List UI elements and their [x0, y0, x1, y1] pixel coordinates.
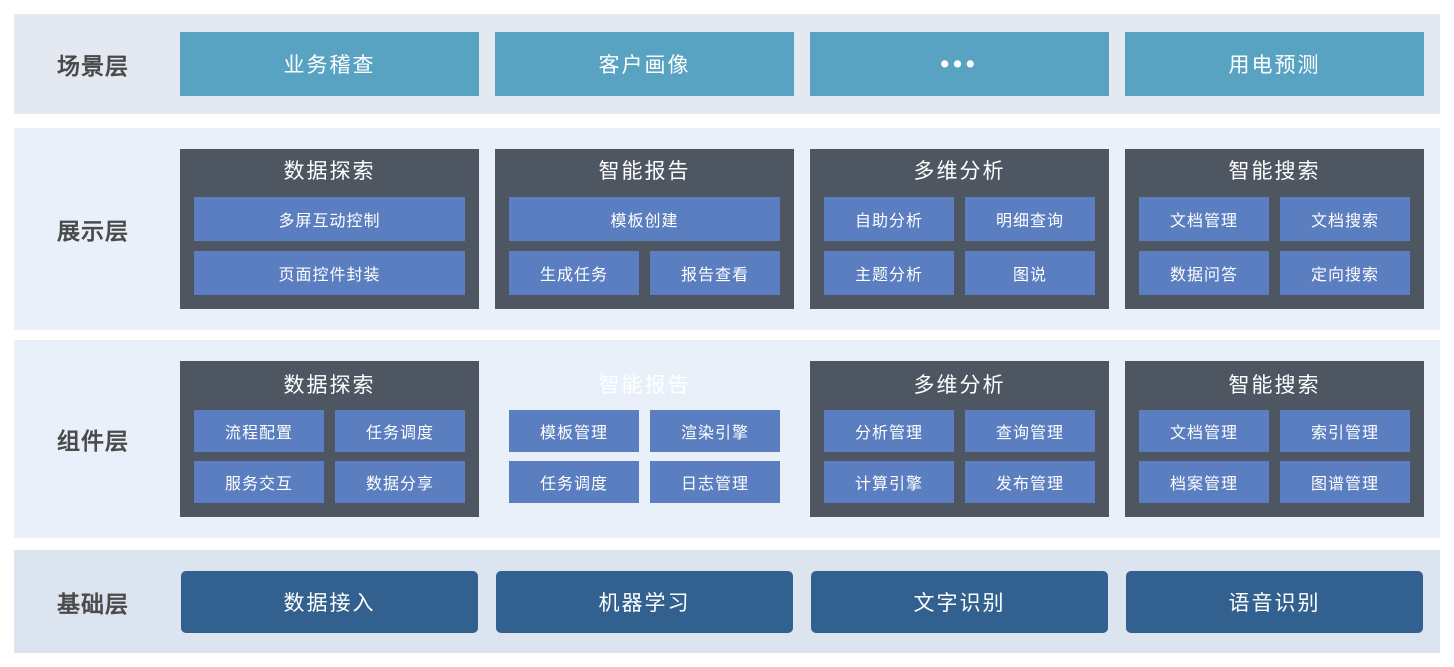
tile-1-1-0[interactable]: 生成任务: [509, 251, 639, 296]
tile-2-0-0[interactable]: 自助分析: [824, 197, 954, 242]
group-title: 数据探索: [283, 159, 376, 183]
base-box-3[interactable]: 语音识别: [1126, 570, 1423, 633]
base-box-list: 数据接入机器学习文字识别语音识别: [172, 550, 1440, 653]
tile-3-1-0[interactable]: 档案管理: [1139, 461, 1269, 504]
scene-box-3[interactable]: 用电预测: [1125, 32, 1424, 96]
tile-0-0-0[interactable]: 多屏互动控制: [194, 197, 465, 242]
tile-row: 模板创建: [509, 197, 780, 242]
display-group-list: 数据探索多屏互动控制页面控件封装智能报告模板创建生成任务报告查看多维分析自助分析…: [172, 128, 1440, 330]
group-wrap-1: 智能报告模板创建生成任务报告查看: [495, 128, 794, 330]
tile-3-1-1[interactable]: 图谱管理: [1280, 461, 1410, 504]
tile-row: 自助分析明细查询: [824, 197, 1095, 242]
layer-row-base: 基础层 数据接入机器学习文字识别语音识别: [14, 550, 1440, 653]
group-panel-3: 智能搜索文档管理文档搜索数据问答定向搜索: [1125, 148, 1424, 310]
tile-3-0-0[interactable]: 文档管理: [1139, 410, 1269, 453]
tile-3-0-1[interactable]: 文档搜索: [1280, 197, 1410, 242]
layer-row-scene: 场景层 业务稽查客户画像•••用电预测: [14, 14, 1440, 114]
scene-box-0[interactable]: 业务稽查: [180, 32, 479, 96]
scene-box-list: 业务稽查客户画像•••用电预测: [172, 14, 1440, 114]
tile-1-0-0[interactable]: 模板管理: [509, 410, 639, 453]
tile-2-0-1[interactable]: 明细查询: [965, 197, 1095, 242]
tile-row: 页面控件封装: [194, 251, 465, 296]
group-wrap-1: 智能报告模板管理渲染引擎任务调度日志管理: [495, 340, 794, 538]
group-title: 多维分析: [913, 373, 1006, 397]
tile-0-0-0[interactable]: 流程配置: [194, 410, 324, 453]
group-panel-3: 智能搜索文档管理索引管理档案管理图谱管理: [1125, 360, 1424, 518]
tile-3-1-0[interactable]: 数据问答: [1139, 251, 1269, 296]
group-panel-2: 多维分析分析管理查询管理计算引擎发布管理: [810, 360, 1109, 518]
tile-3-0-0[interactable]: 文档管理: [1139, 197, 1269, 242]
group-title: 多维分析: [913, 159, 1006, 183]
group-title: 智能搜索: [1228, 373, 1321, 397]
group-panel-0: 数据探索流程配置任务调度服务交互数据分享: [180, 360, 479, 518]
tile-row: 生成任务报告查看: [509, 251, 780, 296]
tile-3-0-1[interactable]: 索引管理: [1280, 410, 1410, 453]
group-panel-2: 多维分析自助分析明细查询主题分析图说: [810, 148, 1109, 310]
tile-0-1-0[interactable]: 服务交互: [194, 461, 324, 504]
group-title: 智能搜索: [1228, 159, 1321, 183]
tile-1-1-0[interactable]: 任务调度: [509, 461, 639, 504]
tile-row: 文档管理文档搜索: [1139, 197, 1410, 242]
base-box-0[interactable]: 数据接入: [181, 570, 478, 633]
layer-label-base: 基础层: [57, 590, 129, 617]
tile-row: 文档管理索引管理: [1139, 410, 1410, 453]
tile-0-1-1[interactable]: 数据分享: [335, 461, 465, 504]
tile-2-1-0[interactable]: 计算引擎: [824, 461, 954, 504]
component-group-list: 数据探索流程配置任务调度服务交互数据分享智能报告模板管理渲染引擎任务调度日志管理…: [172, 340, 1440, 538]
group-panel-0: 数据探索多屏互动控制页面控件封装: [180, 148, 479, 310]
tile-row: 主题分析图说: [824, 251, 1095, 296]
tile-row: 计算引擎发布管理: [824, 461, 1095, 504]
layer-label-scene: 场景层: [57, 53, 129, 79]
tile-0-0-1[interactable]: 任务调度: [335, 410, 465, 453]
tile-row: 档案管理图谱管理: [1139, 461, 1410, 504]
group-title: 数据探索: [283, 373, 376, 397]
tile-row: 服务交互数据分享: [194, 461, 465, 504]
layer-label-display: 展示层: [57, 218, 129, 244]
tile-1-0-1[interactable]: 渲染引擎: [650, 410, 780, 453]
group-wrap-0: 数据探索多屏互动控制页面控件封装: [180, 128, 479, 330]
ellipsis-icon[interactable]: •••: [810, 32, 1109, 96]
base-box-2[interactable]: 文字识别: [811, 570, 1108, 633]
tile-row: 多屏互动控制: [194, 197, 465, 242]
tile-3-1-1[interactable]: 定向搜索: [1280, 251, 1410, 296]
layer-row-component: 组件层 数据探索流程配置任务调度服务交互数据分享智能报告模板管理渲染引擎任务调度…: [14, 340, 1440, 538]
group-wrap-0: 数据探索流程配置任务调度服务交互数据分享: [180, 340, 479, 538]
scene-box-1[interactable]: 客户画像: [495, 32, 794, 96]
group-wrap-3: 智能搜索文档管理索引管理档案管理图谱管理: [1125, 340, 1424, 538]
tile-row: 流程配置任务调度: [194, 410, 465, 453]
tile-2-1-1[interactable]: 发布管理: [965, 461, 1095, 504]
tile-1-1-1[interactable]: 报告查看: [650, 251, 780, 296]
tile-row: 任务调度日志管理: [509, 461, 780, 504]
layer-row-display: 展示层 数据探索多屏互动控制页面控件封装智能报告模板创建生成任务报告查看多维分析…: [14, 128, 1440, 330]
layer-label-component: 组件层: [57, 428, 129, 454]
tile-2-1-0[interactable]: 主题分析: [824, 251, 954, 296]
group-panel-1: 智能报告模板创建生成任务报告查看: [495, 148, 794, 310]
tile-row: 数据问答定向搜索: [1139, 251, 1410, 296]
tile-row: 模板管理渲染引擎: [509, 410, 780, 453]
group-panel-1: 智能报告模板管理渲染引擎任务调度日志管理: [495, 360, 794, 518]
group-wrap-3: 智能搜索文档管理文档搜索数据问答定向搜索: [1125, 128, 1424, 330]
tile-0-1-0[interactable]: 页面控件封装: [194, 251, 465, 296]
group-title: 智能报告: [598, 159, 691, 183]
group-wrap-2: 多维分析分析管理查询管理计算引擎发布管理: [810, 340, 1109, 538]
tile-1-1-1[interactable]: 日志管理: [650, 461, 780, 504]
group-wrap-2: 多维分析自助分析明细查询主题分析图说: [810, 128, 1109, 330]
group-title: 智能报告: [598, 373, 691, 397]
tile-2-0-1[interactable]: 查询管理: [965, 410, 1095, 453]
tile-1-0-0[interactable]: 模板创建: [509, 197, 780, 242]
tile-2-1-1[interactable]: 图说: [965, 251, 1095, 296]
base-box-1[interactable]: 机器学习: [496, 570, 793, 633]
tile-2-0-0[interactable]: 分析管理: [824, 410, 954, 453]
tile-row: 分析管理查询管理: [824, 410, 1095, 453]
